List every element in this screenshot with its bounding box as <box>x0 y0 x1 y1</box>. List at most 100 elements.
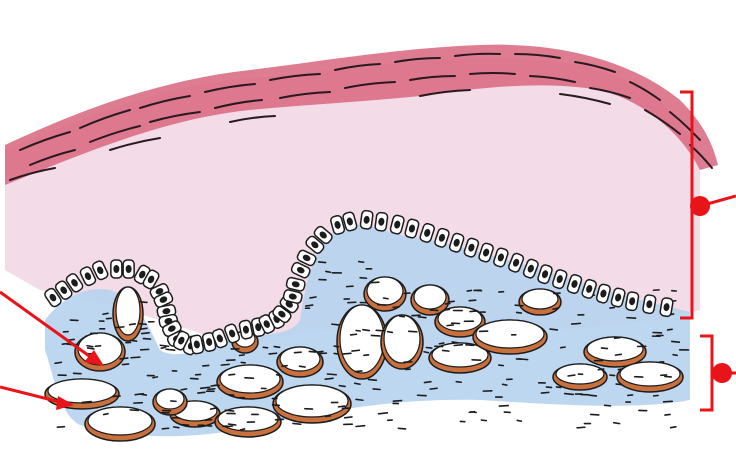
vessel-lumen <box>276 385 348 417</box>
cell-nucleus <box>113 265 119 273</box>
cell-nucleus <box>126 265 132 273</box>
lamina-dash <box>104 414 108 415</box>
vessel-lumen <box>367 277 403 305</box>
lamina-dash <box>198 392 205 393</box>
lamina-dash <box>221 364 229 365</box>
lamina-dash <box>553 308 558 309</box>
lamina-dash <box>139 302 147 303</box>
vessel-lumen <box>414 285 446 309</box>
vessel-lumen <box>587 337 643 361</box>
lamina-dash <box>503 384 507 385</box>
lamina-dash <box>326 416 331 417</box>
lamina-dash <box>240 355 245 356</box>
lamina-dash <box>201 387 210 388</box>
lamina-dash <box>572 323 581 324</box>
lamina-dash <box>469 300 475 301</box>
lamina-dash <box>310 297 316 298</box>
lamina-dash <box>205 420 211 421</box>
lamina-dash <box>122 364 128 365</box>
lamina-dash <box>282 366 287 367</box>
lamina-dash <box>454 345 462 346</box>
lamina-dash <box>672 341 680 342</box>
lamina-dash <box>174 427 179 428</box>
lamina-dash <box>295 352 302 353</box>
vessel-lumen <box>620 362 680 386</box>
epithelial-cell <box>360 210 373 229</box>
lamina-dash <box>325 378 333 379</box>
lamina-dash <box>615 354 621 355</box>
lamina-dash <box>561 347 565 348</box>
lamina-dash <box>671 427 676 428</box>
lamina-dash <box>517 420 521 421</box>
vessel-lumen <box>156 389 184 409</box>
lamina-dash <box>131 340 137 341</box>
lamina-dash <box>628 395 633 396</box>
lamina-dash <box>356 330 360 331</box>
lamina-dash <box>142 333 149 334</box>
vessel-lumen <box>476 320 544 348</box>
lamina-dash <box>360 278 366 279</box>
lamina-dash <box>355 371 362 372</box>
lamina-dash <box>369 379 377 380</box>
lamina-dash <box>326 271 331 272</box>
lamina-dash <box>55 362 61 363</box>
lamina-dash <box>519 359 528 360</box>
lamina-dash <box>131 357 140 358</box>
lamina-dash <box>364 355 369 356</box>
lamina-dash <box>352 350 359 351</box>
lamina-dash <box>393 401 401 402</box>
lamina-dash <box>378 413 387 414</box>
lamina-dash <box>601 348 607 349</box>
lamina-dash <box>226 426 232 427</box>
lamina-dash <box>398 428 405 429</box>
lamina-dash <box>499 365 503 366</box>
lamina-dash <box>139 394 146 395</box>
vessel-lumen <box>522 289 558 309</box>
lamina-dash <box>351 334 357 335</box>
lamina-dash <box>166 349 175 350</box>
lamina-dash <box>327 374 336 375</box>
lamina-dash <box>664 401 673 402</box>
lamina-dash <box>162 428 168 429</box>
lamina-dash <box>356 426 365 427</box>
lamina-dash <box>591 414 599 415</box>
lamina-dash <box>334 346 338 347</box>
lamina-dash <box>130 324 136 325</box>
lamina-dash <box>614 423 620 424</box>
lamina-dash <box>309 351 315 352</box>
lamina-dash <box>161 347 165 348</box>
lamina-dash <box>550 329 557 330</box>
lamina-dash <box>334 353 338 354</box>
lamina-dash <box>541 392 548 393</box>
lamina-dash <box>120 358 128 359</box>
lamina-dash <box>618 369 622 370</box>
epithelial-cell <box>625 291 639 311</box>
lamina-dash <box>338 406 344 407</box>
lamina-dash <box>469 412 474 413</box>
lamina-dash <box>565 394 574 395</box>
lamina-dash <box>384 298 389 299</box>
lamina-dash <box>88 348 94 349</box>
lamina-dash <box>241 429 245 430</box>
lamina-dash <box>319 262 326 263</box>
lamina-dash <box>577 427 585 428</box>
vessel-lumen <box>340 305 384 373</box>
vessel-lumen <box>280 347 320 371</box>
lamina-dash <box>466 345 474 346</box>
lamina-dash <box>356 399 363 400</box>
lamina-dash <box>499 406 508 407</box>
lamina-dash <box>665 414 670 415</box>
lamina-dash <box>274 347 279 348</box>
lamina-dash <box>160 345 168 346</box>
lamina-dash <box>376 330 384 331</box>
lamina-dash <box>116 327 124 328</box>
lamina-dash <box>293 423 301 424</box>
lamina-dash <box>332 324 339 325</box>
lamina-dash <box>409 331 417 332</box>
lamina-dash <box>363 330 369 331</box>
lamina-dash <box>668 329 673 330</box>
epithelial-cell <box>123 260 134 278</box>
lamina-dash <box>211 408 216 409</box>
lamina-dash <box>182 425 189 426</box>
